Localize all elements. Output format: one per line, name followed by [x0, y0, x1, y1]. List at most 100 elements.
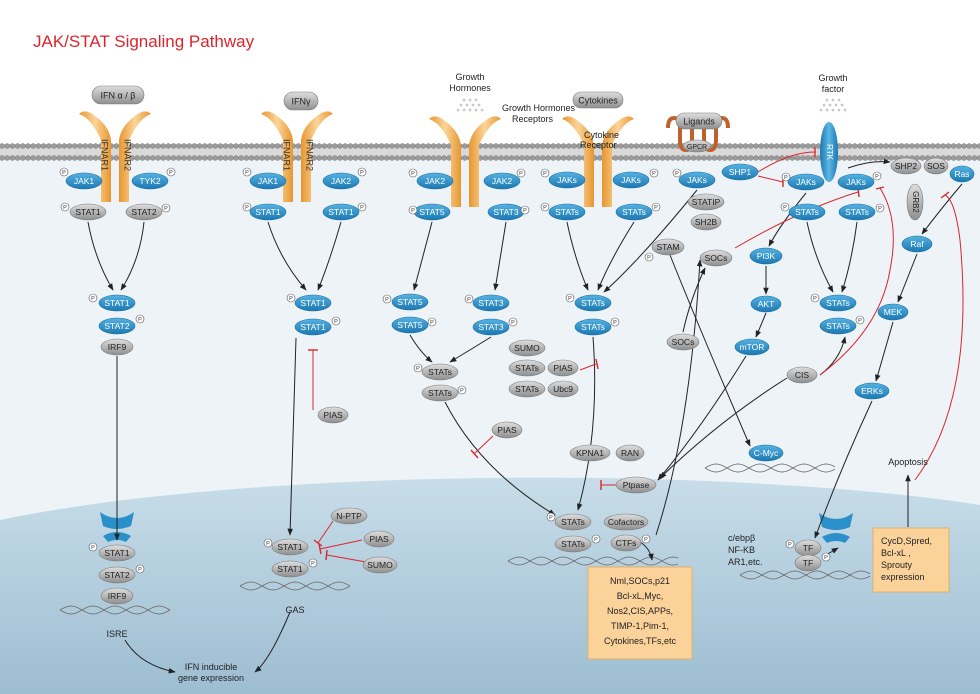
stats-sumo-node: STATs — [508, 359, 546, 377]
phosphate-icon: P — [875, 203, 885, 213]
jak1-node-label: JAK1 — [74, 176, 95, 186]
jaks-cyt2-node-label: JAKs — [621, 175, 641, 185]
isre-label: ISRE — [106, 629, 127, 639]
activation-arrow — [254, 611, 291, 673]
plasma-membrane — [0, 143, 980, 161]
cytokine-receptor-label-2: Receptor — [580, 140, 617, 150]
jaks-rtk2-node: JAKs — [837, 173, 875, 191]
ctfs-node-label: CTFs — [616, 538, 637, 548]
activation-arrow — [639, 541, 654, 561]
raf-node-label: Raf — [910, 239, 924, 249]
phosphate-icon: P — [427, 317, 437, 327]
tf-list-2: NF-KB — [728, 545, 755, 555]
activation-arrow — [287, 337, 297, 536]
erks-node: ERKs — [854, 382, 890, 400]
phosphate-icon: P — [59, 167, 69, 177]
stats-gh-node: STATs — [421, 363, 459, 381]
cis-node: CIS — [786, 366, 818, 384]
phosphate-label: P — [523, 208, 527, 214]
ubc9-node: Ubc9 — [547, 380, 579, 398]
pias-inhibition — [308, 349, 318, 410]
phosphate-label: P — [138, 317, 142, 323]
activation-arrow — [267, 221, 307, 291]
sh2b-node: SH2B — [690, 213, 722, 231]
stats-cyt2-node: STATs — [615, 203, 653, 221]
phosphate-icon: P — [540, 168, 550, 178]
activation-arrow — [576, 336, 596, 511]
stat2-node-label: STAT2 — [131, 207, 156, 217]
phosphate-label: P — [311, 561, 315, 567]
phosphate-icon: P — [672, 168, 682, 178]
jak1-node: JAK1 — [65, 172, 103, 190]
ifn-ab-ligand: IFN α / β — [91, 85, 145, 105]
phosphate-label: P — [858, 318, 862, 324]
dna-strands — [59, 463, 871, 615]
phosphate-label: P — [594, 537, 598, 543]
stat1-g-node: STAT1 — [249, 203, 287, 221]
growth-hormones-receptors-label-2: Receptors — [512, 114, 554, 124]
ubc9-node-label: Ubc9 — [553, 384, 573, 394]
cytokines-ligand-label: Cytokines — [578, 96, 618, 106]
stat1-node-label: STAT1 — [75, 207, 100, 217]
raf-node: Raf — [901, 235, 933, 253]
phosphate-label: P — [878, 206, 882, 212]
phosphate-label: P — [411, 171, 415, 177]
ifng-ligand: IFNγ — [283, 91, 319, 111]
stat5-dimer2-node: STAT5 — [391, 316, 429, 334]
stats-cyt-dimer-node: STATs — [574, 294, 612, 312]
stats-rtk2-node-label: STATs — [845, 207, 869, 217]
ifn-genes-label-2: gene expression — [178, 673, 244, 683]
socs2-node-label: SOCs — [672, 337, 695, 347]
stat3-node-label: STAT3 — [493, 207, 518, 217]
stats-cyt-dimer-node-label: STATs — [581, 298, 605, 308]
phosphate-label: P — [164, 206, 168, 212]
phosphate-icon: P — [872, 171, 882, 181]
phosphate-icon: P — [821, 552, 831, 562]
activation-arrow — [409, 334, 433, 363]
phosphate-icon: P — [651, 202, 661, 212]
page-title: JAK/STAT Signaling Pathway — [33, 32, 255, 51]
phosphate-icon: P — [644, 252, 654, 262]
activation-arrow — [124, 639, 176, 674]
phosphate-label: P — [813, 296, 817, 302]
stat3-dimer2-node-label: STAT3 — [478, 322, 503, 332]
ran-node-label: RAN — [621, 448, 639, 458]
ptpase-node: Ptpase — [615, 476, 657, 494]
akt-node: AKT — [750, 295, 782, 313]
phosphate-icon: P — [382, 294, 392, 304]
stats-cyt-node-label: STATs — [555, 207, 579, 217]
phosphate-icon: P — [810, 293, 820, 303]
jaks-cyt2-node: JAKs — [612, 171, 650, 189]
gas-label: GAS — [285, 605, 304, 615]
phosphate-label: P — [334, 319, 338, 325]
phosphate-icon: P — [135, 314, 145, 324]
phosphate-label: P — [613, 320, 617, 326]
ptpase-inhibition — [600, 480, 616, 490]
cmyc-node-label: C-Myc — [754, 448, 779, 458]
activation-arrow — [449, 336, 492, 363]
phosphate-label: P — [652, 171, 656, 177]
ifn-genes-label-1: IFN inducible — [185, 662, 238, 672]
stats-rtk-node-label: STATs — [795, 207, 819, 217]
phosphate-label: P — [91, 296, 95, 302]
phosphate-icon: P — [610, 317, 620, 327]
pias-cyt-node: PIAS — [547, 359, 579, 377]
stat1-dimer-node-label: STAT1 — [104, 298, 129, 308]
phosphate-label: P — [784, 175, 788, 181]
target-genes-line: Nml,SOCs,p21 — [610, 576, 670, 586]
nuclear-stat1-node: STAT1 — [98, 544, 136, 562]
cytokine-receptor — [562, 116, 634, 207]
growth-factor-label-1: Growth — [818, 73, 847, 83]
ifn-ab-ligand-label: IFN α / β — [101, 91, 136, 101]
pi3k-node: PI3K — [749, 247, 783, 265]
ran-node: RAN — [615, 444, 645, 462]
activation-arrow — [841, 221, 858, 293]
jaks-cyt-node-label: JAKs — [557, 175, 577, 185]
phosphate-label: P — [543, 171, 547, 177]
pias-gh-node: PIAS — [491, 421, 523, 439]
stat5-node-label: STAT5 — [419, 207, 444, 217]
phosphate-label: P — [675, 171, 679, 177]
phosphate-icon: P — [242, 202, 252, 212]
